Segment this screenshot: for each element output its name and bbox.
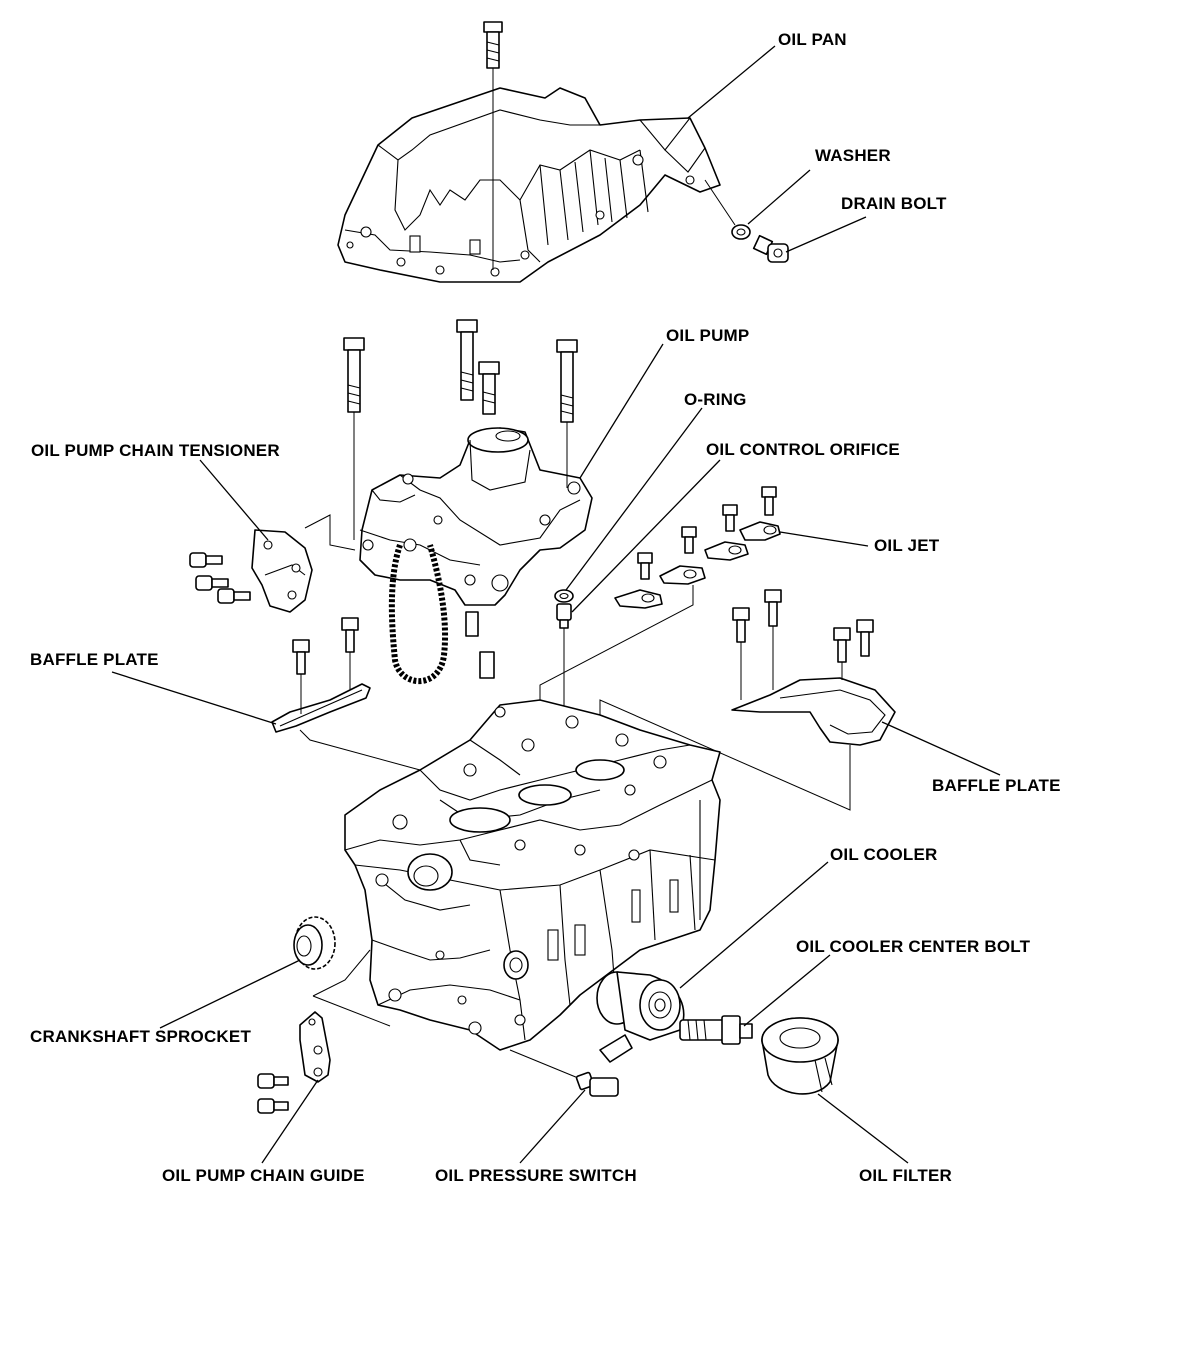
oil-pump-chain-guide-part xyxy=(299,1011,331,1083)
o-ring-part xyxy=(554,589,574,603)
dowel-pin xyxy=(465,611,479,637)
baffle-plate-right-bolts xyxy=(732,589,874,663)
oil-control-orifice-part xyxy=(556,603,572,629)
oil-jet-bolts xyxy=(637,486,777,580)
oil-pump xyxy=(359,427,593,606)
chain-guide-bolts xyxy=(257,1073,289,1114)
label-oil-jet: OIL JET xyxy=(874,536,940,555)
oil-cooler-part xyxy=(596,971,685,1063)
label-oil-filter: OIL FILTER xyxy=(859,1166,952,1185)
label-o-ring: O-RING xyxy=(684,390,747,409)
label-oil-cooler: OIL COOLER xyxy=(830,845,938,864)
label-drain-bolt: DRAIN BOLT xyxy=(841,194,947,213)
oil-pan xyxy=(337,87,721,283)
label-oil-pump-chain-guide: OIL PUMP CHAIN GUIDE xyxy=(162,1166,365,1185)
leader-lines xyxy=(111,45,1001,1164)
engine-block xyxy=(344,699,721,1051)
oil-pump-chain-tensioner xyxy=(251,529,313,613)
label-washer: WASHER xyxy=(815,146,891,165)
label-baffle-plate-left: BAFFLE PLATE xyxy=(30,650,159,669)
label-oil-pressure-switch: OIL PRESSURE SWITCH xyxy=(435,1166,637,1185)
baffle-plate-left-bolts xyxy=(292,617,359,675)
oil-pressure-switch-part xyxy=(575,1071,619,1097)
oil-filter-part xyxy=(761,1017,839,1095)
label-oil-pump: OIL PUMP xyxy=(666,326,750,345)
crankshaft-sprocket-part xyxy=(293,916,336,970)
oil-pump-bolts xyxy=(343,319,578,423)
drain-bolt-part xyxy=(752,234,789,263)
oil-cooler-center-bolt-part xyxy=(679,1015,753,1045)
washer-part xyxy=(731,224,751,240)
label-oil-pump-chain-tensioner: OIL PUMP CHAIN TENSIONER xyxy=(31,441,280,460)
oil-pan-bolt xyxy=(483,21,503,69)
label-crankshaft-sprocket: CRANKSHAFT SPROCKET xyxy=(30,1027,252,1046)
label-oil-pan: OIL PAN xyxy=(778,30,847,49)
tensioner-bolts xyxy=(189,552,251,604)
baffle-plate-left-part xyxy=(271,683,371,733)
dowel-pin xyxy=(479,651,495,679)
label-oil-cooler-center-bolt: OIL COOLER CENTER BOLT xyxy=(796,937,1031,956)
oil-jets xyxy=(614,521,781,609)
label-baffle-plate-right: BAFFLE PLATE xyxy=(932,776,1061,795)
label-oil-control-orifice: OIL CONTROL ORIFICE xyxy=(706,440,900,459)
baffle-plate-right-part xyxy=(731,677,896,746)
oil-pump-chain xyxy=(388,544,449,685)
